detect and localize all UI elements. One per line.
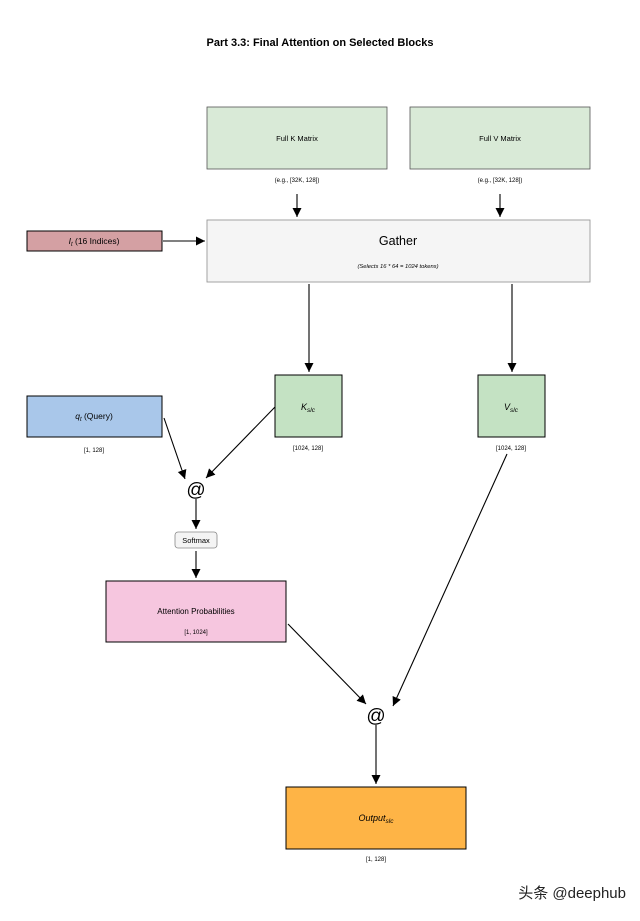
v-slc-base: V [504, 402, 511, 412]
diagram-title: Part 3.3: Final Attention on Selected Bl… [207, 37, 434, 49]
query-node: qt (Query) [1, 128] [26, 395, 163, 454]
indices-base: I [69, 236, 72, 246]
output-base: Output [359, 813, 387, 823]
query-sub: t [80, 417, 82, 423]
edge-vslc-to-matmul2 [392, 453, 508, 707]
full-v-node: Full V Matrix (e.g., [32K, 128]) [409, 106, 591, 184]
matmul-op-1: @ [186, 480, 205, 501]
matmul-op-2: @ [366, 706, 385, 727]
query-label: qt (Query) [75, 411, 113, 423]
edges [163, 194, 517, 784]
output-label: Outputslc [359, 813, 395, 825]
query-box [26, 395, 163, 438]
output-box [285, 786, 467, 850]
query-rest: (Query) [82, 411, 113, 421]
k-slc-node: Kslc [1024, 128] [274, 374, 343, 452]
gather-label: Gather [379, 234, 417, 248]
output-node: Outputslc [1, 128] [285, 786, 467, 863]
k-slc-sub: slc [307, 407, 316, 414]
k-slc-base: K [301, 402, 308, 412]
softmax-node: Softmax [174, 531, 218, 549]
full-k-box [206, 106, 388, 170]
full-v-box [409, 106, 591, 170]
attention-probabilities-label: Attention Probabilities [157, 607, 234, 616]
watermark: 头条 @deephub [518, 885, 626, 902]
full-k-label: Full K Matrix [276, 134, 318, 143]
indices-sub: t [71, 242, 73, 248]
full-k-node: Full K Matrix (e.g., [32K, 128]) [206, 106, 388, 184]
k-slc-label: Kslc [301, 402, 316, 414]
output-sub: slc [386, 818, 395, 825]
softmax-box [174, 531, 218, 549]
indices-box [26, 230, 163, 252]
gather-note: (Selects 16 * 64 = 1024 tokens) [357, 264, 438, 270]
edge-query-to-matmul1 [163, 417, 187, 480]
full-v-label: Full V Matrix [479, 134, 521, 143]
attention-probabilities-box [105, 580, 287, 643]
indices-rest: (16 Indices) [73, 236, 120, 246]
v-slc-label: Vslc [504, 402, 519, 414]
query-shape: [1, 128] [84, 448, 104, 454]
k-slc-box [274, 374, 343, 438]
full-v-shape: (e.g., [32K, 128]) [478, 178, 523, 184]
k-slc-shape: [1024, 128] [293, 446, 323, 452]
query-base: q [75, 411, 80, 421]
v-slc-shape: [1024, 128] [496, 446, 526, 452]
indices-node: It (16 Indices) [26, 230, 163, 252]
indices-label: It (16 Indices) [69, 236, 120, 248]
edge-probs-to-matmul2 [287, 623, 367, 705]
attention-probabilities-shape: [1, 1024] [184, 630, 208, 636]
v-slc-box [477, 374, 546, 438]
gather-box [206, 219, 591, 283]
output-shape: [1, 128] [366, 857, 386, 863]
full-k-shape: (e.g., [32K, 128]) [275, 178, 320, 184]
gather-node: Gather (Selects 16 * 64 = 1024 tokens) [206, 219, 591, 283]
v-slc-sub: slc [510, 407, 519, 414]
softmax-label: Softmax [182, 536, 210, 545]
v-slc-node: Vslc [1024, 128] [477, 374, 546, 452]
attention-probabilities-node: Attention Probabilities [1, 1024] [105, 580, 287, 643]
edge-kslc-to-matmul1 [205, 406, 276, 479]
